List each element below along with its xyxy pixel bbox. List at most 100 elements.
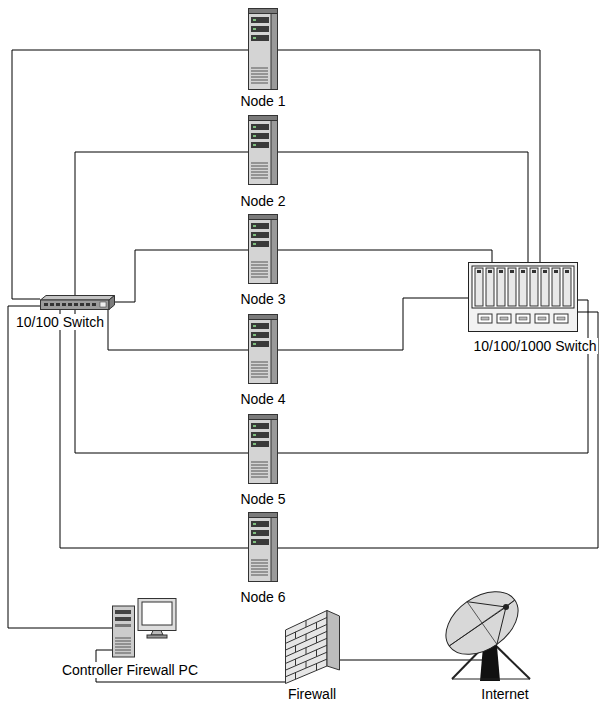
blade-bay bbox=[472, 266, 574, 308]
vent-slot bbox=[251, 80, 268, 81]
switch-port bbox=[80, 303, 84, 306]
device-label: Node 1 bbox=[238, 93, 287, 109]
module-slot bbox=[497, 314, 511, 323]
drive-light bbox=[253, 19, 256, 21]
blade bbox=[541, 268, 549, 306]
brick-joint bbox=[295, 659, 296, 666]
blade bbox=[497, 268, 505, 306]
switch-icon bbox=[468, 262, 578, 332]
drive-light bbox=[253, 325, 256, 327]
device-label: 10/100 Switch bbox=[14, 314, 106, 330]
module-slot bbox=[535, 314, 549, 323]
server-icon bbox=[248, 512, 278, 582]
drive-bay bbox=[251, 223, 269, 229]
vent-slot bbox=[251, 477, 268, 478]
drive-bay bbox=[251, 17, 269, 23]
drive-light bbox=[253, 343, 256, 345]
vent-slot bbox=[251, 175, 268, 176]
drive-bay bbox=[251, 423, 269, 429]
vent-slot bbox=[251, 560, 268, 561]
drive-bay bbox=[251, 521, 269, 527]
drive-light bbox=[253, 425, 256, 427]
pc-vent bbox=[115, 641, 131, 642]
server-case bbox=[249, 513, 278, 582]
feed-arm bbox=[467, 602, 506, 607]
server-top bbox=[249, 215, 278, 220]
vent-slot bbox=[251, 71, 268, 72]
vent-slot bbox=[251, 468, 268, 469]
switch-port bbox=[62, 303, 66, 306]
server-icon bbox=[248, 115, 278, 185]
vent-slot bbox=[251, 377, 268, 378]
pc-drive bbox=[115, 617, 131, 621]
drive-light bbox=[253, 126, 256, 128]
firewall-icon bbox=[285, 610, 340, 684]
dish-base bbox=[452, 679, 530, 680]
vent-slot bbox=[251, 362, 268, 363]
drive-light bbox=[253, 523, 256, 525]
drive-light bbox=[253, 443, 256, 445]
drive-light bbox=[253, 243, 256, 245]
drive-bay bbox=[251, 124, 269, 130]
module-light bbox=[500, 317, 508, 320]
module-light bbox=[557, 317, 565, 320]
chassis bbox=[469, 263, 578, 332]
drive-light bbox=[253, 234, 256, 236]
blade bbox=[486, 268, 494, 306]
network-cable bbox=[340, 660, 440, 661]
vent-slot bbox=[251, 569, 268, 570]
blade bbox=[519, 268, 527, 306]
vent-slot bbox=[251, 471, 268, 472]
vent-slot bbox=[251, 77, 268, 78]
module-slot bbox=[478, 314, 492, 323]
network-node: Node 3 bbox=[248, 214, 278, 284]
drive-bay bbox=[251, 332, 269, 338]
feed-arm bbox=[449, 607, 506, 646]
blade-port bbox=[554, 270, 558, 273]
server-icon bbox=[248, 8, 278, 90]
switch-side bbox=[109, 296, 115, 310]
drive-light bbox=[253, 144, 256, 146]
vent-slot bbox=[251, 68, 268, 69]
switch-port bbox=[74, 303, 78, 306]
server-icon bbox=[248, 314, 278, 384]
brick-joint bbox=[316, 636, 317, 643]
drive-bay bbox=[251, 539, 269, 545]
blade-port bbox=[510, 270, 514, 273]
brick-joint bbox=[316, 664, 317, 671]
switch-front bbox=[41, 300, 110, 310]
vent-slot bbox=[251, 371, 268, 372]
network-cable bbox=[75, 310, 248, 453]
server-top bbox=[249, 9, 278, 14]
network-node: Controller Firewall PC bbox=[112, 598, 177, 658]
network-cable bbox=[60, 310, 248, 548]
module-slot bbox=[554, 314, 568, 323]
vent-slot bbox=[251, 563, 268, 564]
vent-slot bbox=[251, 265, 268, 266]
brick-course bbox=[286, 652, 328, 670]
drive-light bbox=[253, 541, 256, 543]
drive-bay bbox=[251, 35, 269, 41]
brick-joint bbox=[306, 620, 307, 627]
uplink-port bbox=[100, 302, 106, 307]
server-case bbox=[249, 9, 278, 90]
blade-port bbox=[521, 270, 525, 273]
wall-front bbox=[286, 611, 328, 684]
blade-port bbox=[499, 270, 503, 273]
drive-bay bbox=[251, 26, 269, 32]
server-side bbox=[271, 415, 278, 484]
server-case bbox=[249, 415, 278, 484]
network-cable bbox=[115, 250, 248, 302]
drive-light bbox=[253, 28, 256, 30]
drive-bay bbox=[251, 133, 269, 139]
blade bbox=[530, 268, 538, 306]
monitor-stand bbox=[151, 631, 163, 636]
blade-port bbox=[477, 270, 481, 273]
vent-slot bbox=[251, 274, 268, 275]
drive-light bbox=[253, 532, 256, 534]
pc-vent bbox=[115, 650, 131, 651]
server-top bbox=[249, 116, 278, 121]
module-light bbox=[538, 317, 546, 320]
network-cable bbox=[108, 310, 248, 350]
vent-slot bbox=[251, 575, 268, 576]
